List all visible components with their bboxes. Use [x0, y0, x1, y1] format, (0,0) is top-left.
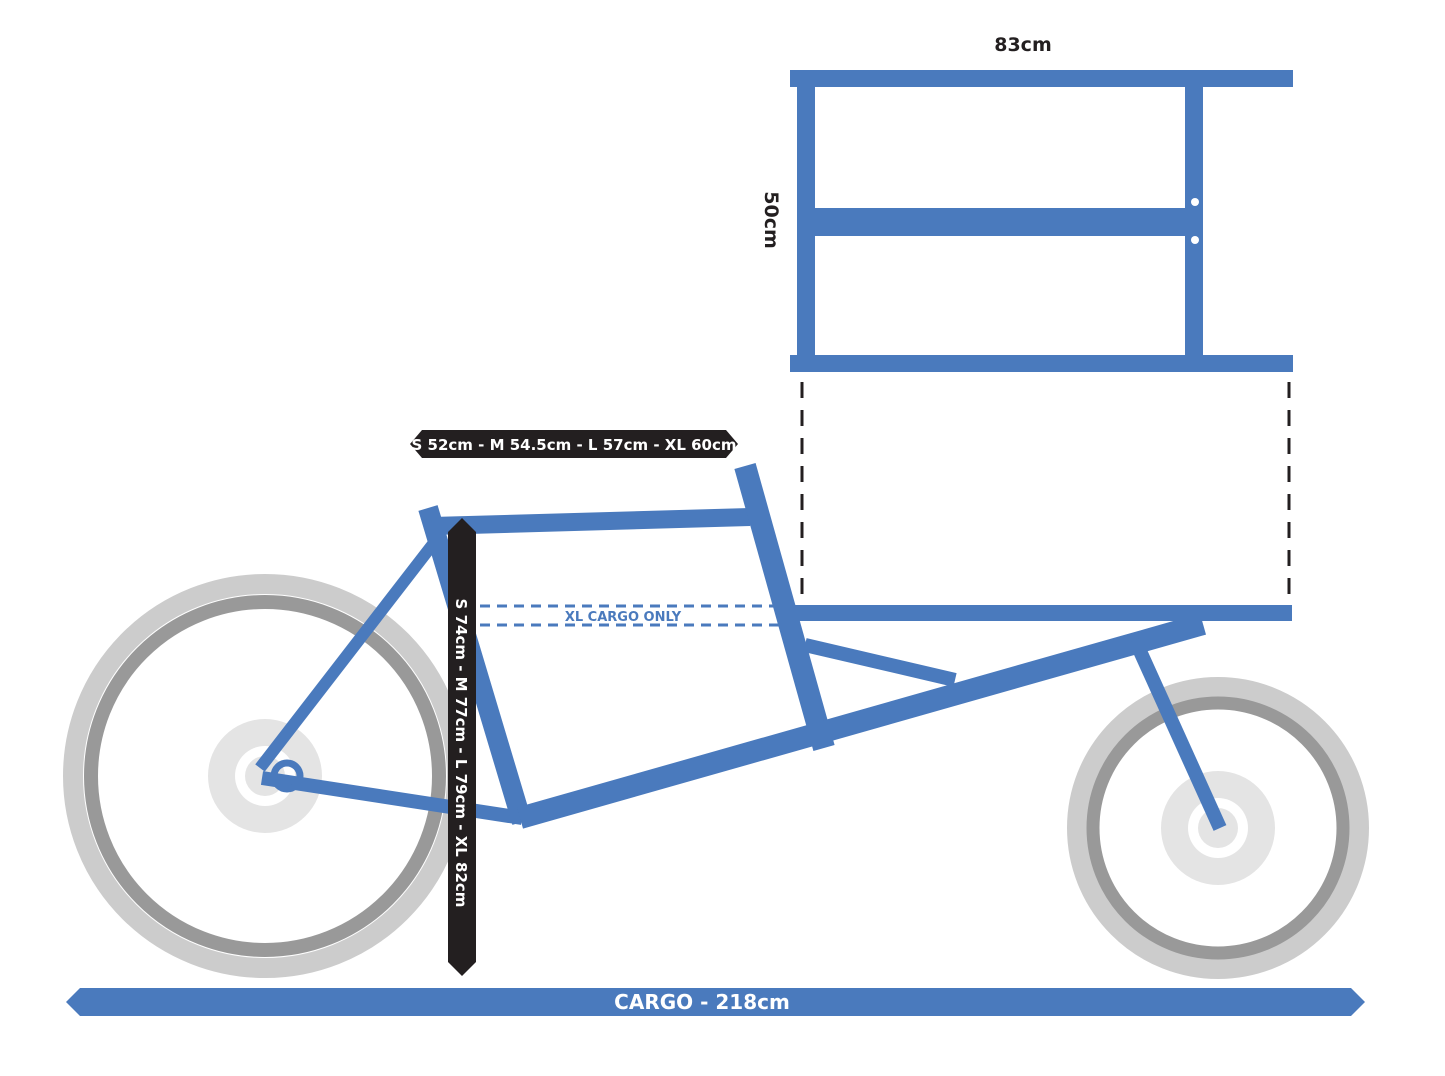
box-width-label: 83cm — [994, 34, 1052, 56]
seat-tube-label: S 74cm - M 77cm - L 79cm - XL 82cm — [452, 599, 470, 908]
box-height-label: 50cm — [760, 191, 782, 249]
cargo-box — [790, 70, 1293, 372]
total-length-bar — [66, 988, 1365, 1016]
box-projection-lines — [800, 382, 1291, 600]
top-tube-tag — [410, 430, 738, 458]
bike-frame — [255, 463, 1292, 831]
top-tube-label: S 52cm - M 54.5cm - L 57cm - XL 60cm — [411, 436, 736, 454]
xl-cargo-only-label: XL CARGO ONLY — [565, 610, 682, 625]
seat-tube-tag — [448, 518, 476, 976]
total-length-label: CARGO - 218cm — [614, 990, 790, 1014]
